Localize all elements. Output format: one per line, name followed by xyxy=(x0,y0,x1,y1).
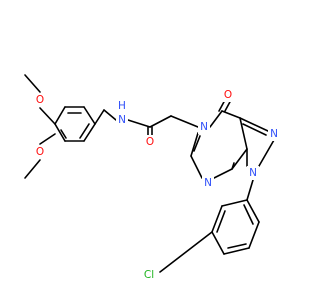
atom-o-methoxy-lower-label: O xyxy=(36,146,44,158)
atom-o-amide: O xyxy=(144,135,156,149)
bond-line xyxy=(39,133,56,145)
bond-line xyxy=(159,231,213,273)
bond-line xyxy=(209,110,223,128)
atom-o-methoxy-lower: O xyxy=(34,145,46,159)
atom-n-amide-label: N xyxy=(118,114,126,126)
bond-line xyxy=(231,162,235,170)
bond-line xyxy=(227,243,247,249)
atom-n5: N xyxy=(198,120,210,134)
atom-o-ketone-label: O xyxy=(224,89,232,101)
bond-line xyxy=(223,247,250,255)
atom-n1-label: N xyxy=(249,167,257,179)
bond-line xyxy=(211,231,225,255)
bond-line xyxy=(193,135,201,152)
bond-line xyxy=(190,132,199,157)
bond-line xyxy=(103,109,117,121)
bond-line xyxy=(39,107,56,125)
bond-line xyxy=(213,168,233,179)
bond-line xyxy=(83,123,96,142)
chemical-structure-diagram: O O H N O O N N N xyxy=(24,74,280,282)
atom-n-pyrimidine-bottom-label: N xyxy=(204,177,212,189)
bond-line xyxy=(54,106,66,125)
bond-line xyxy=(94,109,105,125)
bond-line xyxy=(149,115,172,128)
atom-o-methoxy-upper-label: O xyxy=(36,94,44,106)
atom-o-ketone: O xyxy=(222,88,234,102)
bond-line xyxy=(258,139,275,167)
atom-n-pyrimidine-bottom: N xyxy=(202,176,214,190)
bond-line xyxy=(239,117,248,150)
atom-n-pyrazole-top-label: N xyxy=(270,128,278,140)
atom-n-pyrazole-top: N xyxy=(268,127,280,141)
bond-line xyxy=(248,221,260,249)
bond-line xyxy=(242,123,267,136)
bond-line xyxy=(221,199,248,207)
bond-line xyxy=(170,115,199,128)
bond-line xyxy=(190,155,203,179)
bond-line xyxy=(246,179,254,201)
bond-line xyxy=(243,204,254,225)
atom-cl: Cl xyxy=(140,268,159,282)
atom-o-methoxy-upper: O xyxy=(34,93,46,107)
atom-n5-label: N xyxy=(200,121,208,133)
bond-line xyxy=(216,210,226,233)
bond-line xyxy=(239,117,269,132)
bond-line xyxy=(54,123,66,142)
bond-line xyxy=(221,110,241,119)
atom-h-amide-label: H xyxy=(118,100,126,112)
bond-line xyxy=(24,74,41,93)
bond-line xyxy=(24,159,41,179)
atom-cl-label: Cl xyxy=(144,269,154,281)
bond-line xyxy=(127,119,151,128)
atom-n1: N xyxy=(247,166,259,180)
bond-layer xyxy=(24,74,275,273)
bond-line xyxy=(246,199,260,223)
bond-line xyxy=(83,106,96,125)
atom-n-amide: H N xyxy=(116,100,128,129)
bond-line xyxy=(79,123,90,139)
atom-o-amide-label: O xyxy=(146,136,154,148)
bond-line xyxy=(60,129,67,139)
atom-label-layer: O O H N O O N N N xyxy=(34,88,280,282)
bond-line xyxy=(211,205,223,233)
bond-line xyxy=(231,148,248,170)
